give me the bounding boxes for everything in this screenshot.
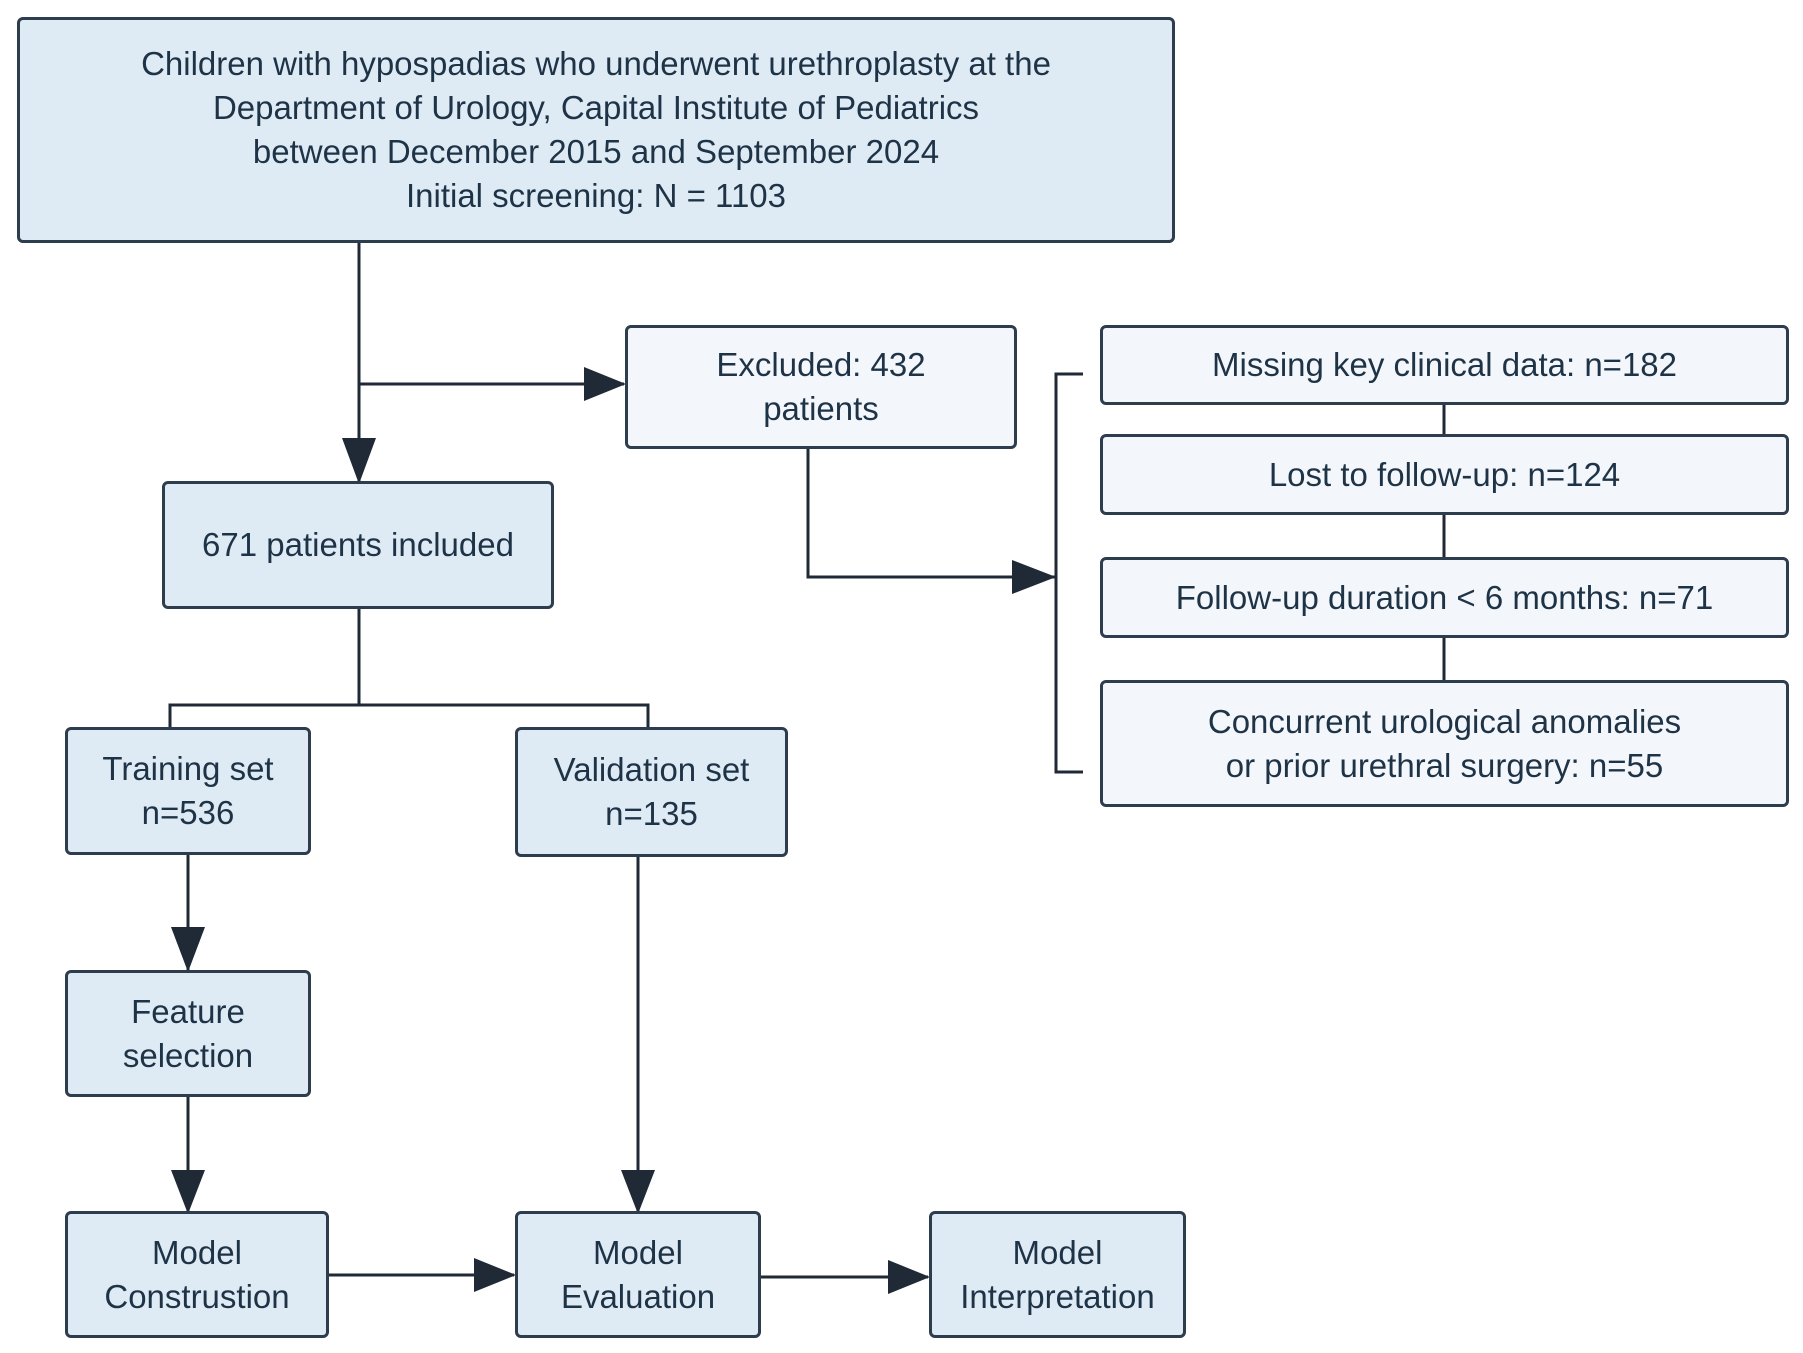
reason-4-line-2: or prior urethral surgery: n=55 — [1225, 746, 1664, 784]
arrowhead-evaluation-left — [474, 1258, 516, 1292]
arrowhead-interpretation — [888, 1260, 930, 1294]
exclusion-bracket — [1054, 372, 1083, 774]
split-bar — [168, 703, 650, 728]
training-line-2: n=536 — [141, 794, 235, 831]
included-line-1: 671 patients included — [202, 526, 514, 563]
excluded-line-1: Excluded: 432 — [716, 346, 926, 383]
screening-line-1: Children with hypospadias who underwent … — [141, 45, 1051, 82]
evaluation-line-2: Evaluation — [560, 1277, 716, 1315]
training-set-box: Training set n=536 — [65, 727, 311, 855]
reason-2-line-1: Lost to follow-up: n=124 — [1268, 455, 1621, 493]
arrow-excluded-to-reasons — [806, 449, 1055, 579]
validation-set-box: Validation set n=135 — [515, 727, 788, 857]
arrowhead-construction — [171, 1170, 205, 1214]
screening-line-3: between December 2015 and September 2024 — [252, 133, 940, 170]
excluded-line-2: patients — [763, 390, 879, 427]
construction-line-2: Construstion — [104, 1277, 290, 1315]
feature-line-1: Feature — [131, 992, 245, 1030]
model-construction-box: Model Construstion — [65, 1211, 329, 1338]
exclusion-reason-anomalies: Concurrent urological anomalies or prior… — [1100, 680, 1789, 807]
interpretation-line-1: Model — [1012, 1233, 1103, 1271]
evaluation-line-1: Model — [593, 1233, 683, 1271]
reason-3-line-1: Follow-up duration < 6 months: n=71 — [1175, 578, 1714, 616]
exclusion-reason-lost-follow-up: Lost to follow-up: n=124 — [1100, 434, 1789, 515]
feature-selection-box: Feature selection — [65, 970, 311, 1097]
model-evaluation-box: Model Evaluation — [515, 1211, 761, 1338]
arrowhead-excluded — [584, 367, 626, 401]
feature-line-2: selection — [122, 1036, 254, 1074]
reason-4-line-1: Concurrent urological anomalies — [1207, 702, 1682, 740]
excluded-box: Excluded: 432 patients — [625, 325, 1017, 449]
validation-line-1: Validation set — [553, 751, 750, 788]
reason-1-line-1: Missing key clinical data: n=182 — [1212, 346, 1677, 383]
arrowhead-evaluation — [621, 1170, 655, 1214]
construction-line-1: Model — [152, 1233, 242, 1271]
model-interpretation-box: Model Interpretation — [929, 1211, 1186, 1338]
screening-line-2: Department of Urology, Capital Institute… — [212, 89, 980, 126]
arrowhead-feature — [171, 927, 205, 972]
exclusion-reason-missing-data: Missing key clinical data: n=182 — [1100, 325, 1789, 405]
arrowhead-reasons — [1012, 560, 1056, 594]
exclusion-reason-short-follow-up: Follow-up duration < 6 months: n=71 — [1100, 557, 1789, 638]
interpretation-line-2: Interpretation — [960, 1277, 1155, 1315]
validation-line-2: n=135 — [605, 795, 698, 832]
screening-box: Children with hypospadias who underwent … — [17, 17, 1175, 243]
included-box: 671 patients included — [162, 481, 554, 609]
training-line-1: Training set — [102, 750, 274, 787]
arrowhead-included — [342, 438, 376, 484]
screening-line-4: Initial screening: N = 1103 — [405, 177, 787, 214]
